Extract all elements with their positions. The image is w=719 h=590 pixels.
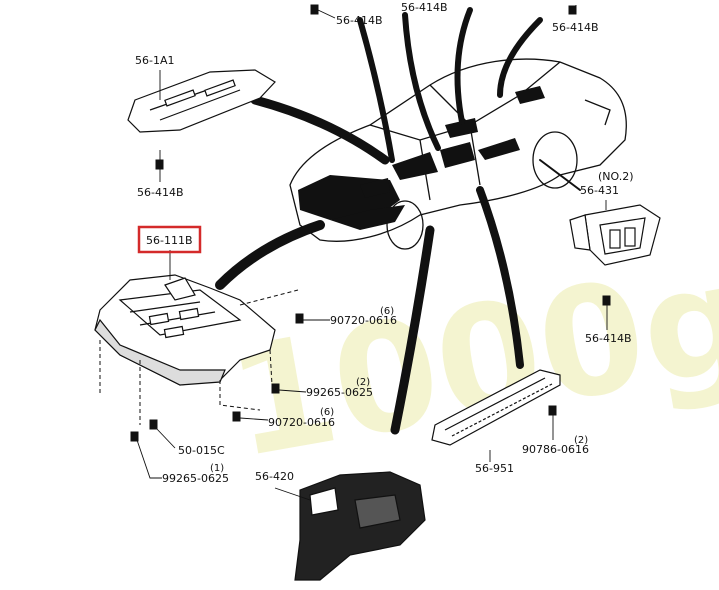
label-90720-b-qty: (6) [320, 407, 334, 418]
underbody-panels [298, 86, 545, 230]
label-top-right: 56-414B [552, 21, 599, 34]
bolt-icon [548, 405, 557, 416]
label-90786: 90786-0616 [522, 443, 589, 456]
clip-icon [149, 419, 158, 430]
label-56-420: 56-420 [255, 470, 294, 483]
callout-leaders [136, 5, 608, 501]
highlight-box [137, 225, 202, 254]
bolt-icon [568, 5, 577, 15]
car-outline [289, 58, 627, 250]
label-90720-a-qty: (6) [380, 306, 394, 317]
label-99265-a-qty: (2) [356, 377, 370, 388]
label-90786-qty: (2) [574, 435, 588, 446]
label-top-center: 56-414B [401, 1, 448, 14]
label-56-1a1-bolt: 56-414B [137, 186, 184, 199]
label-50-015c: 50-015C [178, 444, 225, 457]
label-no2: (NO.2) [598, 170, 634, 183]
bolt-icon [295, 313, 304, 324]
bolt-icon [130, 431, 139, 442]
label-99265-a: 99265-0625 [306, 386, 373, 399]
undercover-56-111b [94, 274, 276, 386]
label-56-1a1: 56-1A1 [135, 54, 175, 67]
bolt-icon [310, 4, 319, 15]
part-56-951 [431, 369, 561, 446]
part-56-420 [294, 471, 426, 581]
label-top-left: 56-414B [336, 14, 383, 27]
bolt-icon [232, 411, 241, 422]
bolt-icon [155, 159, 164, 170]
label-56-431-bolt: 56-414B [585, 332, 632, 345]
label-90720-a: 90720-0616 [330, 314, 397, 327]
undercover-dashed-guides [99, 289, 299, 425]
watermark: 1000g [217, 229, 719, 491]
label-90720-b: 90720-0616 [268, 416, 335, 429]
part-56-431 [569, 204, 661, 266]
bolt-icon [271, 383, 280, 394]
callout-labels: 56-414B 56-414B 56-414B 56-1A1 56-414B 5… [135, 1, 634, 485]
fasteners [130, 4, 611, 442]
label-99265-b-qty: (1) [210, 463, 224, 474]
bolt-icon [602, 295, 611, 306]
label-99265-b: 99265-0625 [162, 472, 229, 485]
leader-strokes [215, 7, 581, 435]
panel-56-1a1 [127, 69, 276, 133]
label-56-111b: 56-111B [146, 234, 193, 247]
label-56-951: 56-951 [475, 462, 514, 475]
label-56-431: 56-431 [580, 184, 619, 197]
